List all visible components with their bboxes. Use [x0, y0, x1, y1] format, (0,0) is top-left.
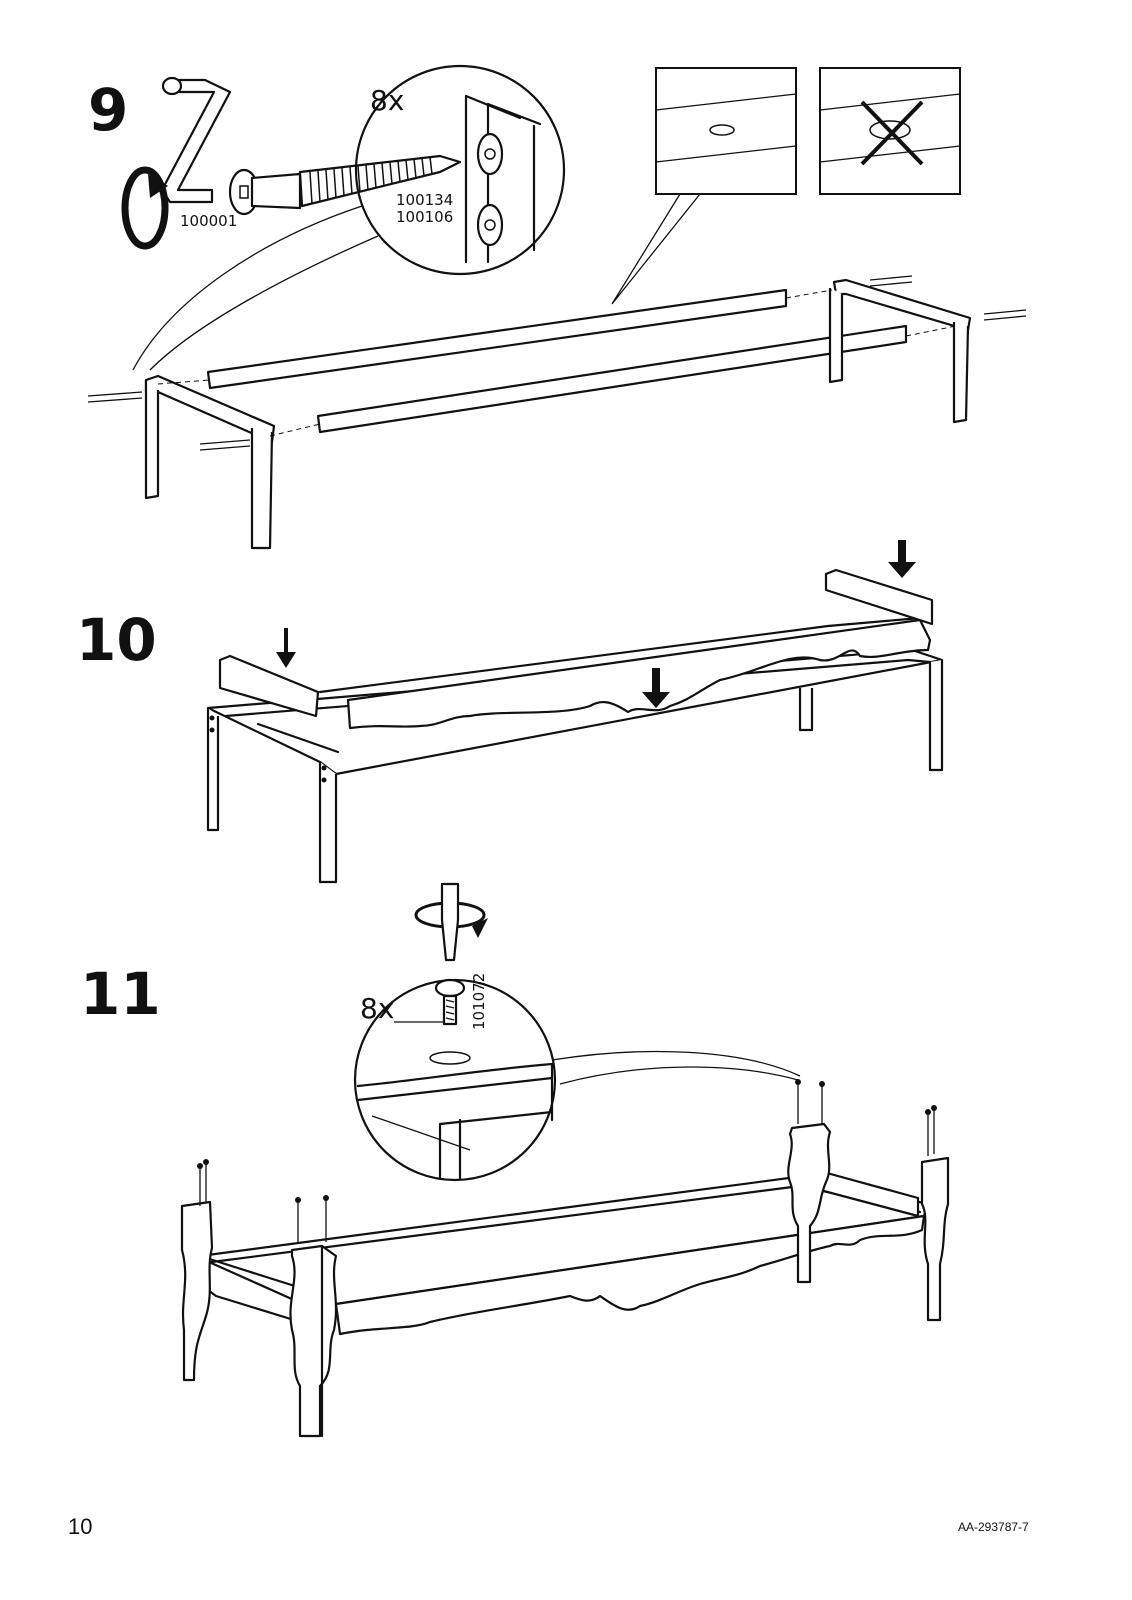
step-9-number: 9: [88, 76, 128, 144]
bolt-part-number-1: 100134: [396, 191, 453, 209]
wrong-orientation-box: [820, 68, 960, 194]
screwdriver-icon: [416, 884, 488, 960]
step-11-number: 11: [80, 960, 161, 1028]
bolt-part-number-2: 100106: [396, 208, 453, 226]
document-code: AA-293787-7: [958, 1520, 1029, 1534]
correct-orientation-box: [656, 68, 796, 194]
screw-icon: [436, 980, 464, 1024]
screw-part-number: 101072: [470, 973, 488, 1030]
step-9-frame: [88, 276, 1026, 548]
rotate-arrow-icon: [125, 170, 168, 246]
step-9: 9 100001: [88, 66, 1026, 548]
step-10-number: 10: [76, 606, 157, 674]
page-number: 10: [68, 1514, 92, 1540]
leg-front-left: [290, 1246, 336, 1436]
step-11: 11 8x 101072: [80, 884, 948, 1436]
leg-back-left: [182, 1202, 212, 1380]
tool-part-number: 100001: [180, 212, 237, 230]
step-10: 10: [76, 540, 942, 882]
leg-front-right: [922, 1158, 948, 1320]
hex-key-icon: [162, 78, 230, 202]
step-9-quantity: 8x: [370, 84, 404, 117]
step-11-quantity: 8x: [360, 992, 394, 1025]
